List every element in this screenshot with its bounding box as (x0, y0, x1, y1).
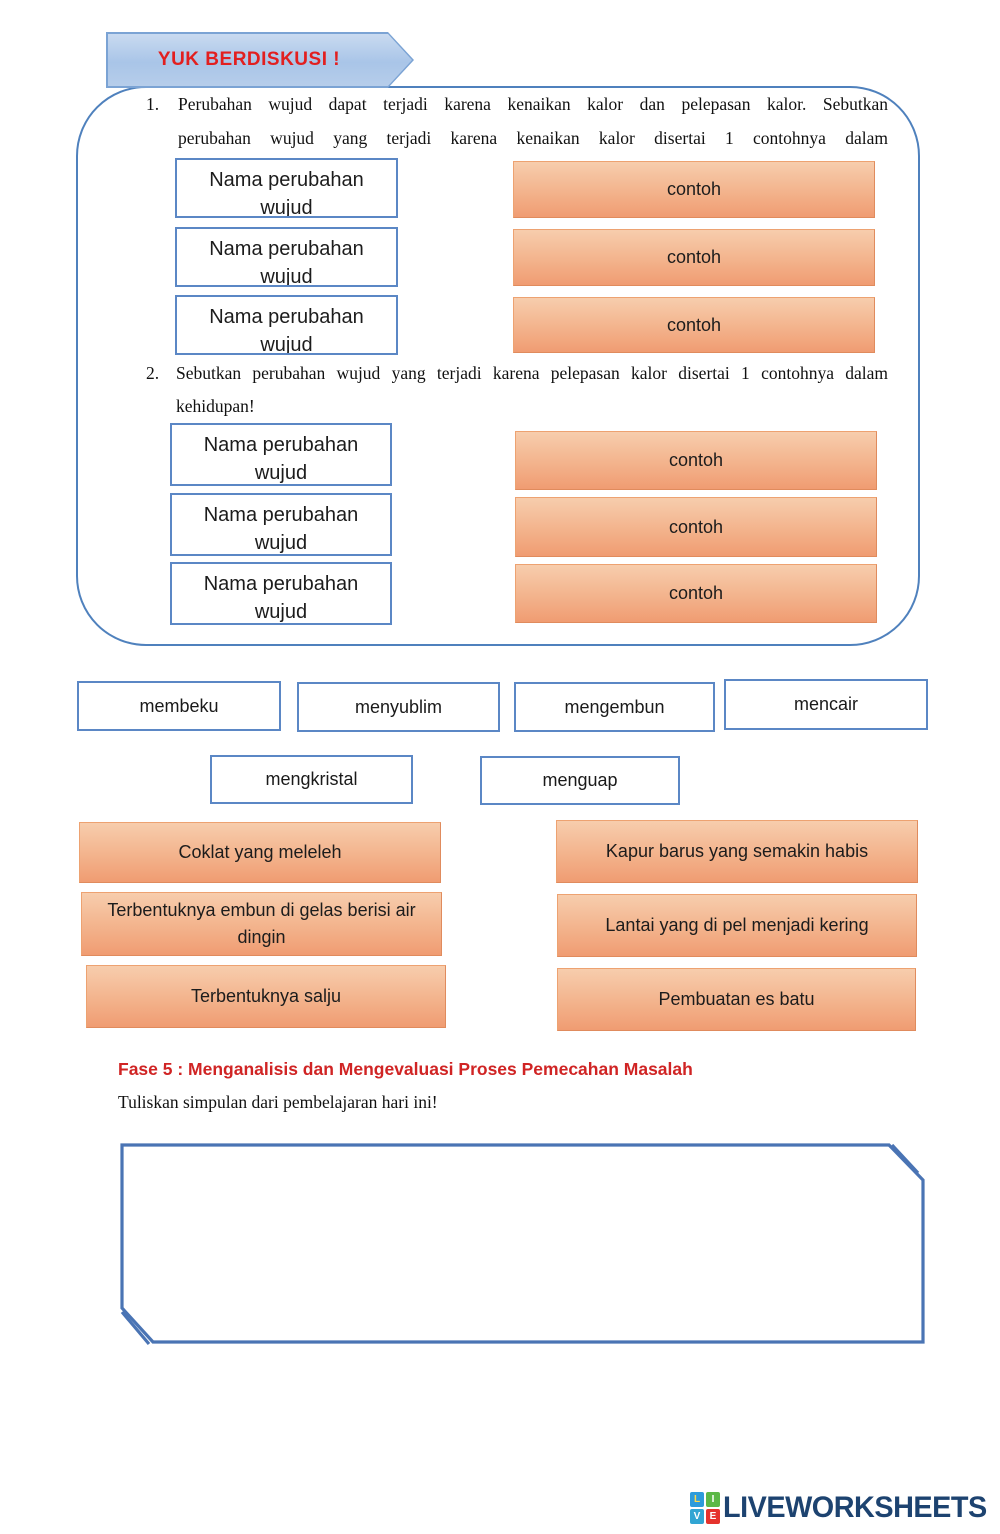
example-card-kapur-barus[interactable]: Kapur barus yang semakin habis (556, 820, 918, 883)
q1-example-dropzone-1-label: contoh (666, 179, 722, 199)
q1-example-dropzone-3[interactable]: contoh (513, 297, 875, 353)
liveworksheets-wordmark: LIVEWORKSHEETS (723, 1491, 987, 1524)
q1-name-dropzone-2[interactable]: Nama perubahan wujud (175, 227, 398, 287)
conclusion-input-area[interactable] (100, 1120, 960, 1360)
question-1-number: 1. (146, 94, 160, 114)
q2-example-dropzone-1[interactable]: contoh (515, 431, 877, 490)
logo-tile-i: I (706, 1492, 720, 1507)
word-chip-mengkristal[interactable]: mengkristal (210, 755, 413, 804)
q2-example-dropzone-2[interactable]: contoh (515, 497, 877, 557)
q1-example-dropzone-2[interactable]: contoh (513, 229, 875, 286)
logo-tile-v: V (690, 1509, 704, 1524)
q2-name-dropzone-2-label: Nama perubahan wujud (203, 504, 359, 554)
phase5-instruction: Tuliskan simpulan dari pembelajaran hari… (118, 1092, 438, 1112)
q1-name-dropzone-3[interactable]: Nama perubahan wujud (175, 295, 398, 355)
q2-example-dropzone-3-label: contoh (668, 583, 724, 603)
example-card-coklat-meleleh[interactable]: Coklat yang meleleh (79, 822, 441, 883)
conclusion-box-shape (120, 1143, 925, 1346)
q1-example-dropzone-3-label: contoh (666, 314, 722, 335)
word-chip-membeku[interactable]: membeku (77, 681, 281, 731)
q2-name-dropzone-1-label: Nama perubahan wujud (203, 434, 359, 484)
q2-name-dropzone-3[interactable]: Nama perubahan wujud (170, 562, 392, 625)
question-2-line-1: Sebutkan perubahan wujud yang terjadi ka… (176, 363, 888, 383)
q1-example-dropzone-1[interactable]: contoh (513, 161, 875, 218)
q2-name-dropzone-2[interactable]: Nama perubahan wujud (170, 493, 392, 556)
q2-name-dropzone-3-label: Nama perubahan wujud (203, 573, 359, 623)
liveworksheets-logo-icon: L I V E (690, 1492, 720, 1524)
example-card-embun-gelas[interactable]: Terbentuknya embun di gelas berisi air d… (81, 892, 442, 956)
q1-name-dropzone-3-label: Nama perubahan wujud (209, 306, 364, 355)
word-chip-menyublim[interactable]: menyublim (297, 682, 500, 732)
q2-example-dropzone-1-label: contoh (668, 450, 724, 470)
discussion-banner-shape: YUK BERDISKUSI ! (108, 34, 412, 86)
q2-example-dropzone-3[interactable]: contoh (515, 564, 877, 623)
discussion-banner-label: YUK BERDISKUSI ! (157, 49, 341, 70)
example-card-es-batu[interactable]: Pembuatan es batu (557, 968, 916, 1031)
question-1-line-1: Perubahan wujud dapat terjadi karena ken… (178, 94, 888, 114)
example-card-salju[interactable]: Terbentuknya salju (86, 965, 446, 1028)
word-chip-mengembun[interactable]: mengembun (514, 682, 715, 732)
logo-tile-l: L (690, 1492, 704, 1507)
logo-tile-e: E (706, 1509, 720, 1524)
q1-example-dropzone-2-label: contoh (666, 247, 722, 267)
q2-name-dropzone-1[interactable]: Nama perubahan wujud (170, 423, 392, 486)
discussion-banner: YUK BERDISKUSI ! (106, 32, 414, 88)
question-1-line-2: perubahan wujud yang terjadi karena kena… (178, 128, 888, 148)
question-2-line-2: kehidupan! (176, 396, 255, 416)
q1-name-dropzone-1[interactable]: Nama perubahan wujud (175, 158, 398, 218)
word-chip-menguap[interactable]: menguap (480, 756, 680, 805)
q1-name-dropzone-2-label: Nama perubahan wujud (209, 238, 364, 287)
question-2-number: 2. (146, 363, 160, 383)
q2-example-dropzone-2-label: contoh (668, 516, 724, 537)
example-card-lantai-kering[interactable]: Lantai yang di pel menjadi kering (557, 894, 917, 957)
questions-frame (76, 86, 920, 646)
q1-name-dropzone-1-label: Nama perubahan wujud (209, 169, 364, 218)
word-chip-mencair[interactable]: mencair (724, 679, 928, 730)
phase5-heading: Fase 5 : Menganalisis dan Mengevaluasi P… (118, 1059, 693, 1079)
liveworksheets-logo: L I V E LIVEWORKSHEETS (690, 1491, 998, 1525)
